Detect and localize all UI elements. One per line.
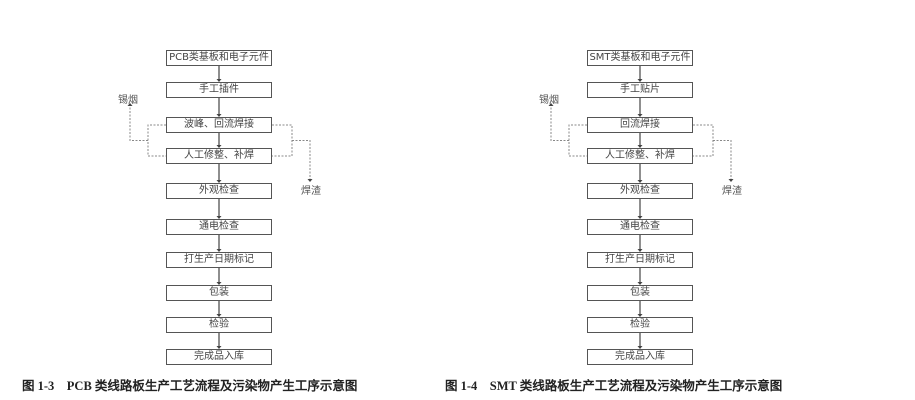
arrowhead-icon [637, 249, 643, 252]
process-step-box: 人工修整、补焊 [587, 148, 693, 164]
emission-label-solder-dross: 焊渣 [301, 186, 321, 197]
arrowhead-icon [127, 103, 133, 106]
process-step-box: 检验 [587, 317, 693, 333]
loop-right [272, 124, 293, 157]
process-step-box: 打生产日期标记 [166, 252, 272, 268]
arrowhead-icon [216, 79, 222, 82]
process-step-box: 波峰、回流焊接 [166, 117, 272, 133]
emission-left-line [550, 105, 569, 141]
process-step-box: 检验 [166, 317, 272, 333]
process-step-box: 通电检查 [166, 219, 272, 235]
arrowhead-icon [216, 282, 222, 285]
arrowhead-icon [637, 145, 643, 148]
arrowhead-icon [637, 114, 643, 117]
emission-right-line [292, 140, 311, 180]
arrowhead-icon [637, 216, 643, 219]
arrowhead-icon [216, 180, 222, 183]
process-step-box: 完成品入库 [166, 349, 272, 365]
process-step-box: 包装 [166, 285, 272, 301]
loop-right [693, 124, 714, 157]
arrowhead-icon [216, 314, 222, 317]
process-step-box: 人工修整、补焊 [166, 148, 272, 164]
process-step-box: 手工贴片 [587, 82, 693, 98]
arrowhead-icon [548, 103, 554, 106]
arrowhead-icon [637, 282, 643, 285]
emission-left-line [129, 105, 148, 141]
arrowhead-icon [637, 346, 643, 349]
process-step-box: 打生产日期标记 [587, 252, 693, 268]
emission-label-tin-fume: 锡烟 [539, 95, 559, 106]
process-step-box: 回流焊接 [587, 117, 693, 133]
emission-label-tin-fume: 锡烟 [118, 95, 138, 106]
arrowhead-icon [216, 346, 222, 349]
arrowhead-icon [216, 249, 222, 252]
process-step-box: 完成品入库 [587, 349, 693, 365]
process-step-box: 通电检查 [587, 219, 693, 235]
arrowhead-icon [637, 314, 643, 317]
arrowhead-icon [307, 179, 313, 182]
caption-smt: 图 1-4 SMT 类线路板生产工艺流程及污染物产生工序示意图 [445, 379, 783, 393]
emission-right-line [713, 140, 732, 180]
emission-label-solder-dross: 焊渣 [722, 186, 742, 197]
process-step-box: 外观检查 [166, 183, 272, 199]
process-step-box: 手工插件 [166, 82, 272, 98]
caption-pcb: 图 1-3 PCB 类线路板生产工艺流程及污染物产生工序示意图 [22, 379, 358, 393]
arrowhead-icon [728, 179, 734, 182]
arrowhead-icon [216, 145, 222, 148]
process-step-box: SMT类基板和电子元件 [587, 50, 693, 66]
loop-left [147, 124, 166, 157]
arrowhead-icon [216, 216, 222, 219]
loop-left [568, 124, 587, 157]
process-step-box: 外观检查 [587, 183, 693, 199]
process-step-box: PCB类基板和电子元件 [166, 50, 272, 66]
arrowhead-icon [637, 79, 643, 82]
arrowhead-icon [637, 180, 643, 183]
process-step-box: 包装 [587, 285, 693, 301]
arrowhead-icon [216, 114, 222, 117]
